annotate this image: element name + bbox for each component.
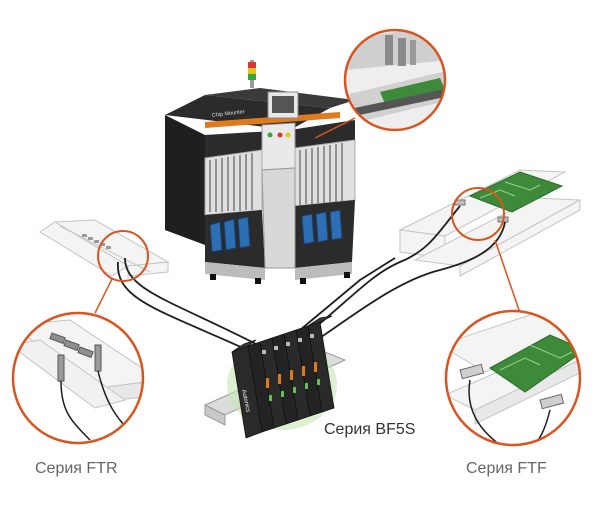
- ftr-zoom-view: [11, 311, 145, 445]
- chip-mounter-machine: [165, 60, 356, 284]
- machine-callout-line: [314, 117, 356, 139]
- sensor-cables: [117, 205, 506, 353]
- left-conveyor-rail: [39, 219, 170, 277]
- ftr-series-label: Серия FTR: [35, 460, 118, 477]
- right-pcb-board: [468, 171, 564, 213]
- amplifier-brand-text: Autonics: [240, 389, 251, 413]
- machine-interior-zoom: [343, 28, 447, 132]
- bf5s-amplifier-unit: [203, 315, 347, 439]
- ftf-callout-line: [494, 239, 521, 314]
- ftr-small-sensor-array: [82, 234, 111, 249]
- ftf-series-label: Серия FTF: [466, 460, 547, 477]
- ftr-callout-ring: [97, 230, 149, 282]
- machine-brand-text: Chip Mounter: [212, 109, 246, 119]
- ftf-callout-ring: [451, 187, 505, 241]
- bf5s-series-label: Серия BF5S: [324, 421, 416, 438]
- ftr-callout-line: [94, 278, 113, 314]
- ftf-zoom-view: [444, 309, 582, 447]
